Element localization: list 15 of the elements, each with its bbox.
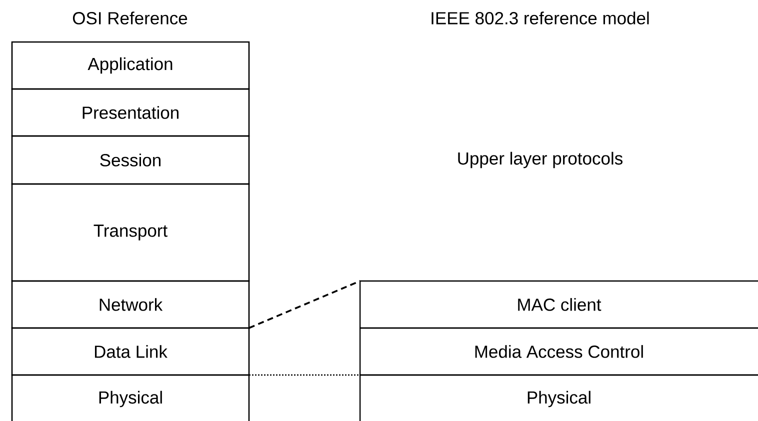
connector-line <box>248 280 360 329</box>
heading: IEEE 802.3 reference model <box>432 12 649 24</box>
layer-box: Physical <box>359 374 758 421</box>
layer-box: Session <box>11 135 250 185</box>
layer-box: Presentation <box>11 88 250 137</box>
layer-box: Physical <box>11 374 250 421</box>
layer-box: Data Link <box>11 327 250 376</box>
layer-box: Media Access Control <box>359 327 758 376</box>
heading: Upper layer protocols <box>458 152 622 168</box>
layer-box: Transport <box>11 183 250 282</box>
layer-box: MAC client <box>359 280 758 329</box>
layer-box: Application <box>11 41 250 90</box>
connector-line <box>249 374 360 376</box>
layer-box: Network <box>11 280 250 329</box>
heading: OSI Reference <box>72 12 188 24</box>
